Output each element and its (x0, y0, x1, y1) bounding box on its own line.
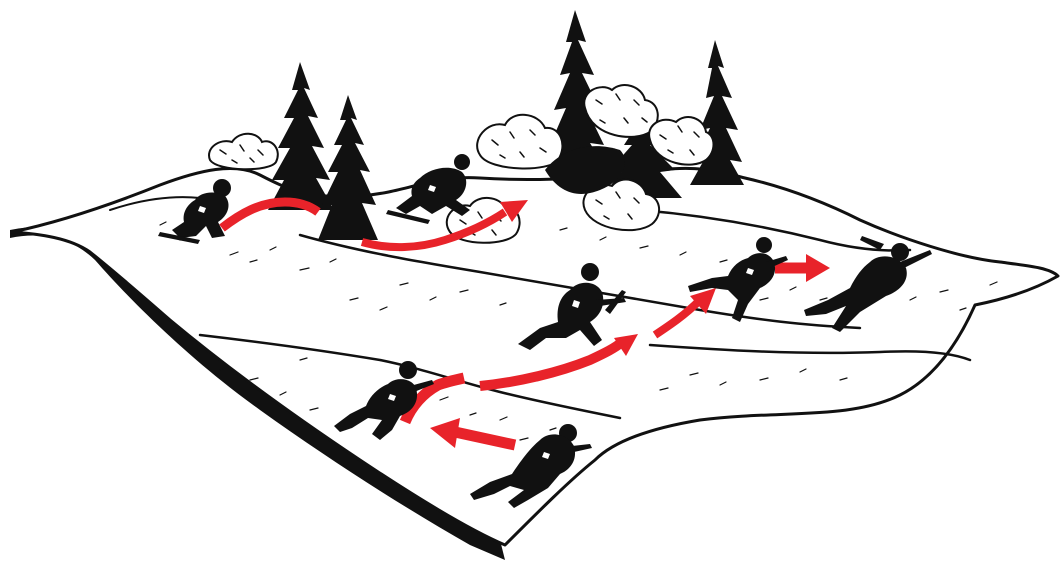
bush (209, 134, 278, 170)
terrain-sheet (10, 168, 1058, 560)
bush (477, 115, 562, 169)
